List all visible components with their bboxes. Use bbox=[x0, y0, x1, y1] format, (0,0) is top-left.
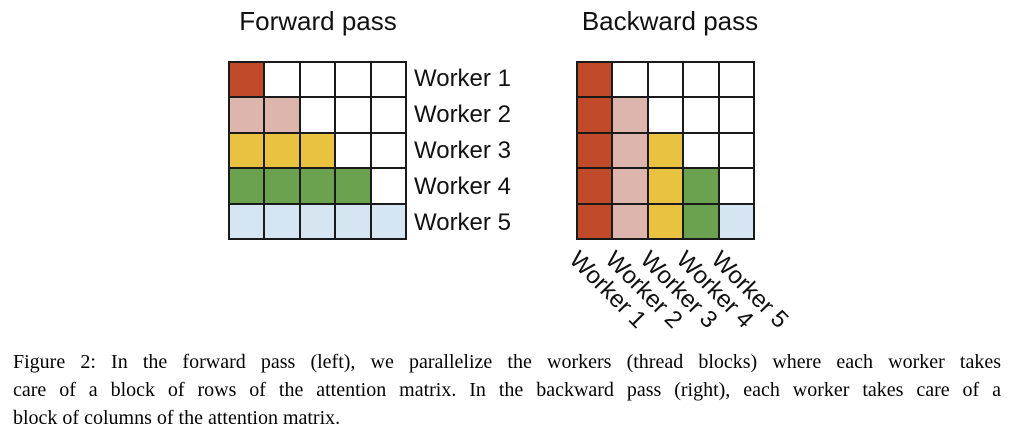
matrix-cell bbox=[613, 204, 647, 239]
matrix-cell bbox=[300, 204, 335, 239]
matrix-cell bbox=[371, 204, 406, 239]
forward-worker-labels: Worker 1 Worker 2 Worker 3 Worker 4 Worker 5 bbox=[414, 61, 544, 241]
matrix-cell bbox=[648, 169, 683, 203]
matrix-cell bbox=[229, 62, 264, 97]
matrix-cell bbox=[719, 204, 754, 239]
matrix-cell bbox=[719, 133, 754, 168]
matrix-cell bbox=[577, 204, 612, 239]
forward-pass-title: Forward pass bbox=[239, 6, 397, 36]
backward-pass-attention-matrix bbox=[576, 61, 755, 240]
matrix-cell bbox=[371, 98, 406, 132]
matrix-cell bbox=[300, 133, 335, 168]
caption-line: block of columns of the attention matrix… bbox=[13, 407, 341, 429]
matrix-cell bbox=[300, 62, 335, 97]
matrix-cell bbox=[577, 98, 612, 132]
matrix-cell bbox=[336, 133, 370, 168]
matrix-cell bbox=[265, 133, 299, 168]
matrix-cell bbox=[648, 204, 683, 239]
matrix-cell bbox=[265, 98, 299, 132]
matrix-cell bbox=[336, 204, 370, 239]
matrix-cell bbox=[684, 62, 718, 97]
matrix-cell bbox=[229, 133, 264, 168]
matrix-cell bbox=[336, 62, 370, 97]
matrix-cell bbox=[577, 133, 612, 168]
matrix-cell bbox=[684, 169, 718, 203]
matrix-cell bbox=[336, 98, 370, 132]
matrix-cell bbox=[648, 133, 683, 168]
matrix-cell bbox=[684, 204, 718, 239]
matrix-cell bbox=[684, 98, 718, 132]
matrix-cell bbox=[719, 169, 754, 203]
caption-line: care of a block of rows of the attention… bbox=[13, 379, 1001, 401]
matrix-cell bbox=[613, 133, 647, 168]
matrix-cell bbox=[229, 98, 264, 132]
matrix-cell bbox=[577, 62, 612, 97]
matrix-cell bbox=[300, 98, 335, 132]
forward-pass-attention-matrix bbox=[228, 61, 407, 240]
matrix-cell bbox=[336, 169, 370, 203]
matrix-cell bbox=[613, 98, 647, 132]
matrix-cell bbox=[371, 62, 406, 97]
forward-worker-label: Worker 3 bbox=[414, 137, 511, 164]
forward-worker-label: Worker 1 bbox=[414, 65, 511, 92]
matrix-cell bbox=[371, 133, 406, 168]
matrix-cell bbox=[265, 169, 299, 203]
forward-worker-label: Worker 5 bbox=[414, 209, 511, 236]
matrix-cell bbox=[300, 169, 335, 203]
backward-pass-title: Backward pass bbox=[581, 6, 759, 36]
forward-worker-label: Worker 4 bbox=[414, 173, 511, 200]
matrix-cell bbox=[648, 62, 683, 97]
matrix-cell bbox=[371, 169, 406, 203]
matrix-cell bbox=[719, 98, 754, 132]
figure-caption: Figure 2: In the forward pass (left), we… bbox=[13, 348, 1001, 430]
forward-worker-label: Worker 2 bbox=[414, 101, 511, 128]
matrix-cell bbox=[613, 62, 647, 97]
matrix-cell bbox=[613, 169, 647, 203]
matrix-cell bbox=[229, 204, 264, 239]
matrix-cell bbox=[577, 169, 612, 203]
matrix-cell bbox=[684, 133, 718, 168]
caption-line: Figure 2: In the forward pass (left), we… bbox=[13, 351, 1001, 373]
matrix-cell bbox=[648, 98, 683, 132]
matrix-cell bbox=[265, 204, 299, 239]
matrix-cell bbox=[265, 62, 299, 97]
matrix-cell bbox=[229, 169, 264, 203]
matrix-cell bbox=[719, 62, 754, 97]
